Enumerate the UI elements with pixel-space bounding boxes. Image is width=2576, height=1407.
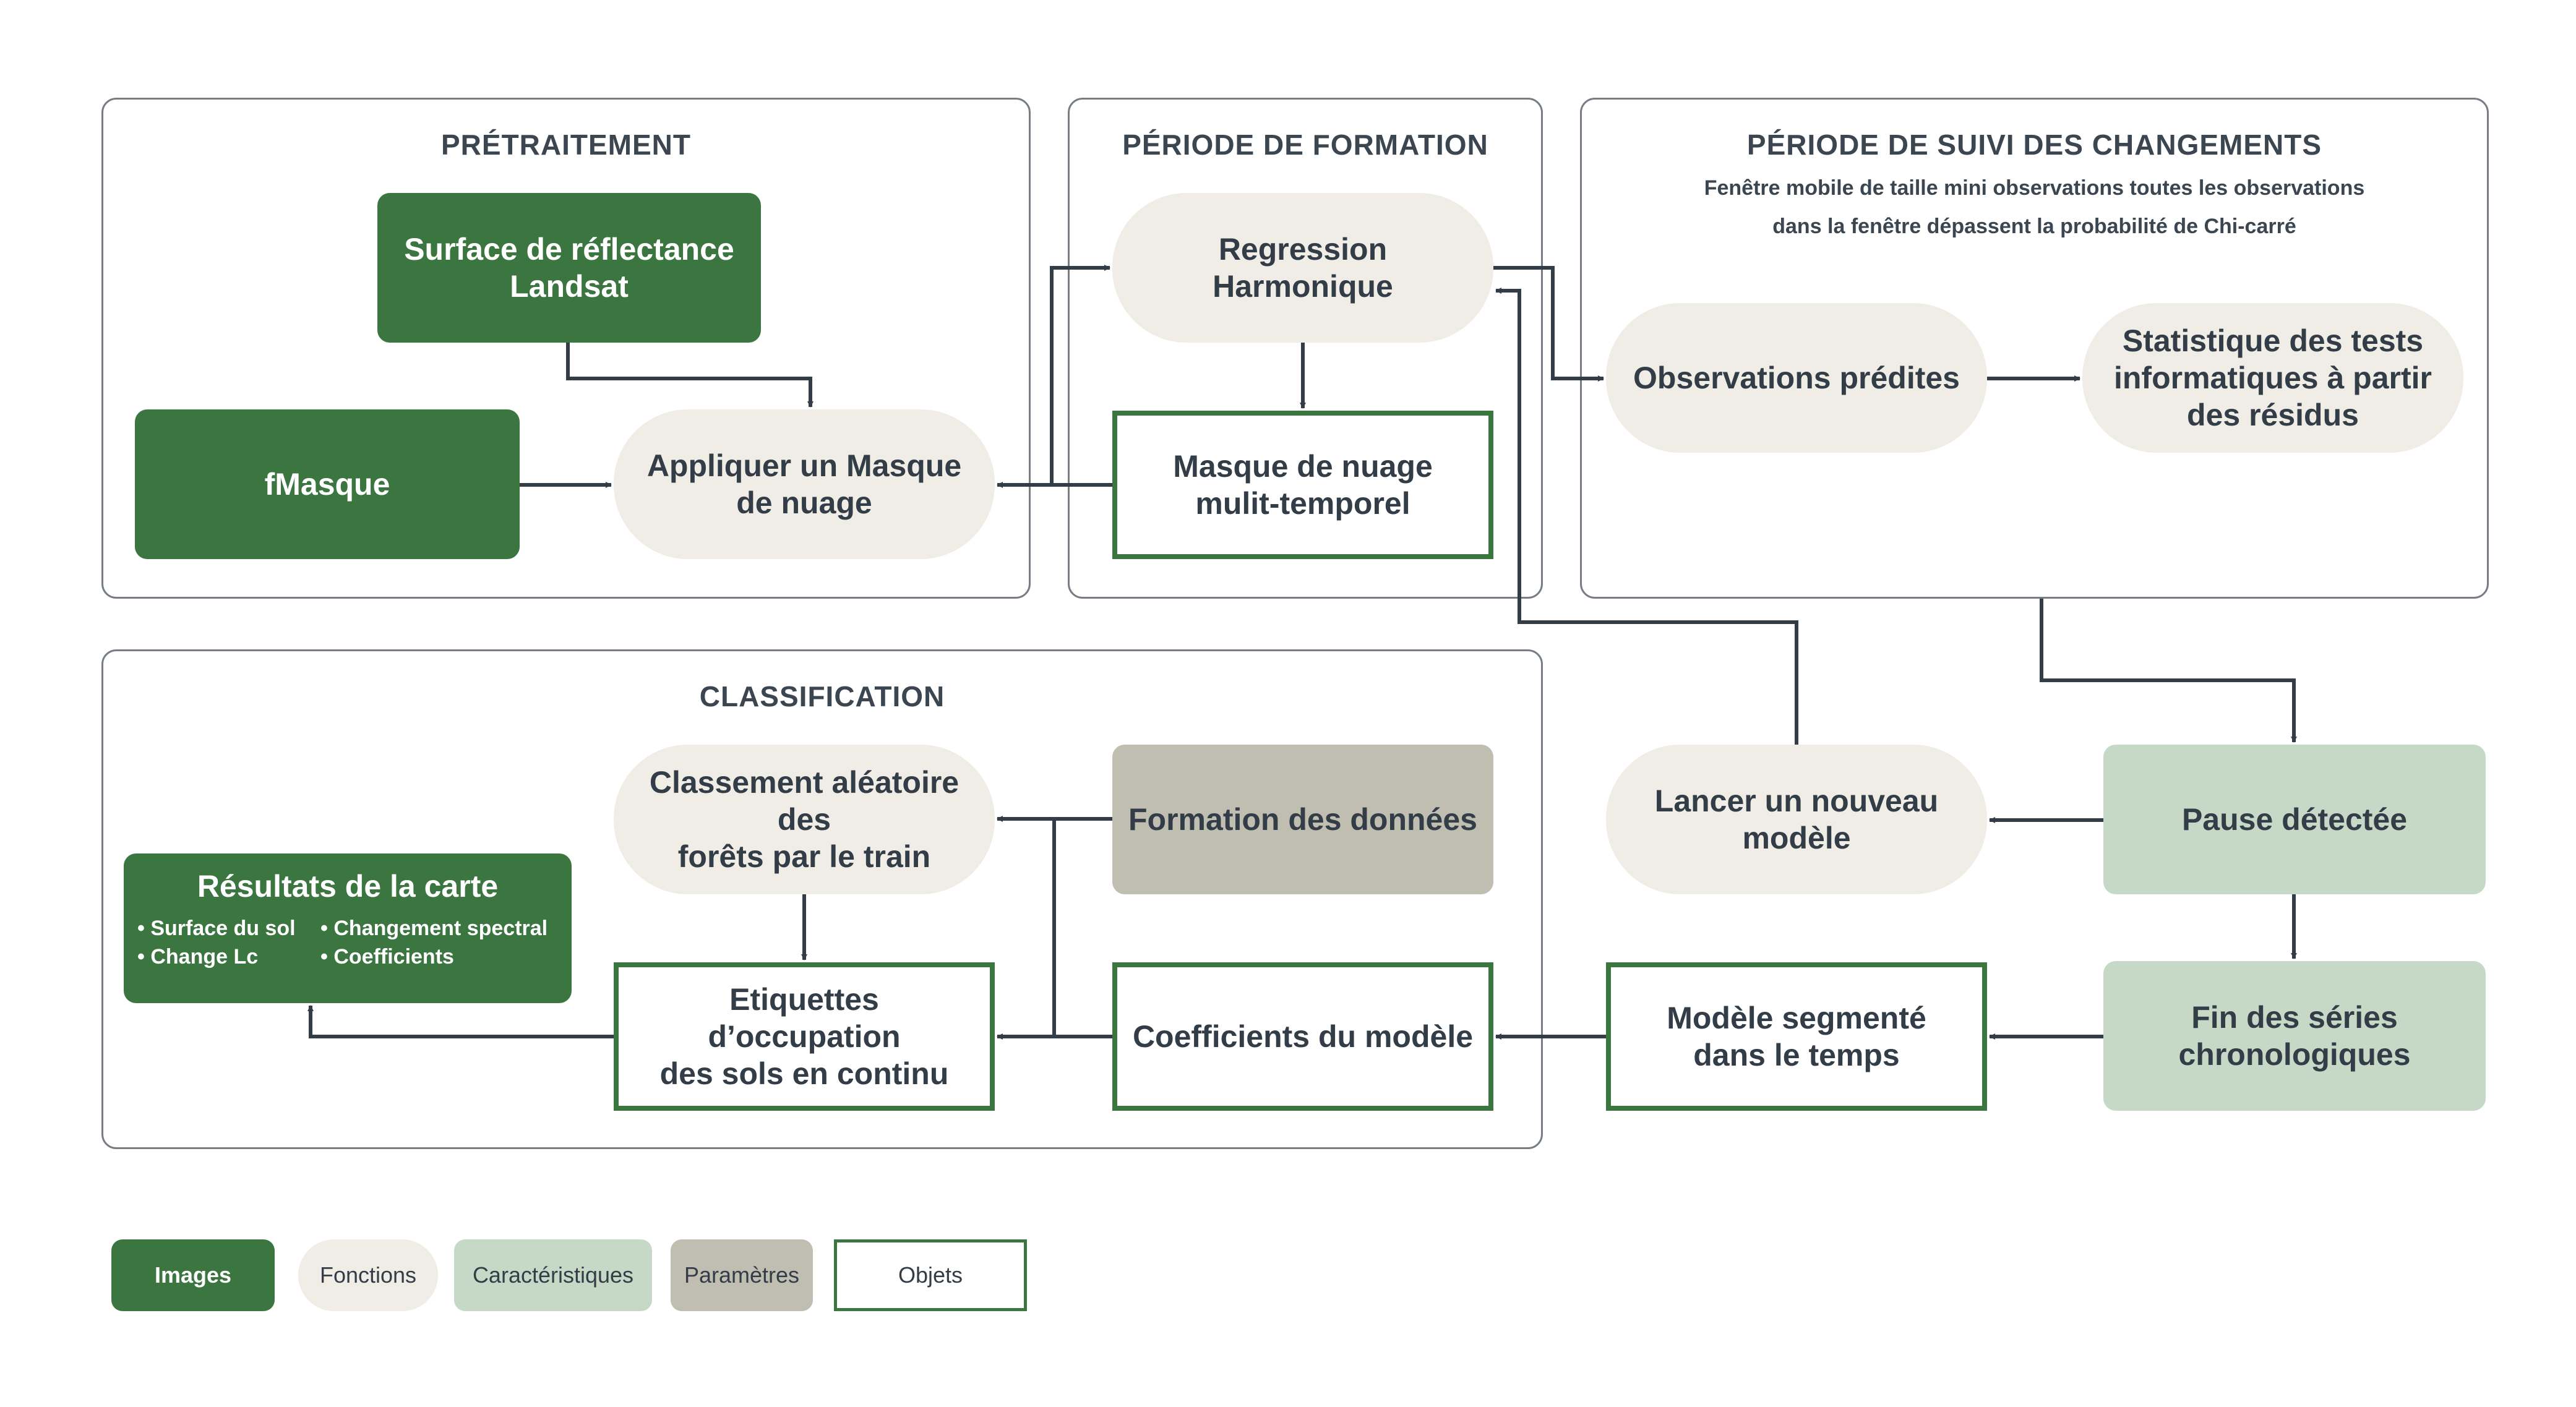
section-subtitle-suivi-1: Fenêtre mobile de taille mini observatio… — [1704, 176, 2365, 200]
node-label-line: des sols en continu — [659, 1056, 949, 1091]
results-bullet: • Changement spectral — [320, 917, 548, 940]
node-label-line: Surface de réflectance — [404, 232, 734, 267]
node-label-line: Fin des séries — [2191, 1000, 2398, 1035]
arrow-lancer-to-regression — [1495, 288, 1798, 745]
legend-label: Objets — [898, 1262, 963, 1288]
section-subtitle-suivi-2: dans la fenêtre dépassent la probabilité… — [1772, 215, 2296, 238]
arrow-etiquettes-to-resultats — [307, 1005, 614, 1038]
arrow-appliquer-to-regression — [1050, 265, 1110, 485]
legend-images: Images — [111, 1239, 275, 1311]
node-label: Formation des données — [1128, 802, 1477, 837]
node-label: Coefficients du modèle — [1132, 1019, 1474, 1054]
node-label-line: Statistique des tests — [2122, 323, 2424, 358]
arrow-surface-to-appliquer — [566, 343, 814, 408]
node-label-line: informatiques à partir — [2114, 361, 2432, 395]
node-label-line: Harmonique — [1213, 269, 1393, 304]
results-title: Résultats de la carte — [197, 869, 499, 904]
legend-label: Images — [154, 1262, 232, 1288]
node-label: fMasque — [264, 467, 390, 502]
section-title-pretraitement: PRÉTRAITEMENT — [441, 129, 691, 161]
legend-label: Caractéristiques — [472, 1262, 634, 1288]
node-label-line: Landsat — [510, 269, 629, 304]
node-label-line: forêts par le train — [677, 839, 931, 874]
node-label-line: dans le temps — [1693, 1038, 1900, 1072]
section-title-suivi: PÉRIODE DE SUIVI DES CHANGEMENTS — [1746, 129, 2322, 161]
node-label-line: mulit-temporel — [1195, 486, 1410, 521]
node-label-line: Classement aléatoire des — [649, 765, 960, 837]
node-label: Pause détectée — [2181, 802, 2408, 837]
node-label: Observations prédites — [1633, 361, 1960, 395]
node-label-line: de nuage — [736, 485, 872, 520]
results-bullet: • Coefficients — [320, 945, 454, 969]
results-bullet: • Surface du sol — [137, 917, 296, 940]
legend-objets: Objets — [834, 1239, 1027, 1311]
arrow-regression-to-observations — [1493, 266, 1604, 382]
node-formation-donnees: Formation des données — [1112, 745, 1493, 894]
legend-parametres: Paramètres — [671, 1239, 813, 1311]
node-label-line: Masque de nuage — [1173, 449, 1433, 484]
node-coefficients-modele: Coefficients du modèle — [1112, 962, 1493, 1111]
section-suivi: PÉRIODE DE SUIVI DES CHANGEMENTS Fenêtre… — [1580, 98, 2489, 599]
node-label-line: Etiquettes d’occupation — [708, 982, 901, 1054]
legend-caracteristiques: Caractéristiques — [454, 1239, 652, 1311]
node-pause-detectee: Pause détectée — [2103, 745, 2486, 894]
node-label-line: Lancer un nouveau — [1654, 784, 1939, 818]
node-fmasque: fMasque — [135, 409, 520, 559]
legend-fonctions: Fonctions — [298, 1239, 438, 1311]
legend-label: Fonctions — [319, 1262, 417, 1288]
section-title-classification: CLASSIFICATION — [699, 680, 945, 712]
arrow-suivi-to-pause — [2040, 599, 2297, 743]
node-label-line: Modèle segmenté — [1667, 1001, 1926, 1035]
node-observations-predites: Observations prédites — [1606, 303, 1987, 453]
legend-label: Paramètres — [684, 1262, 800, 1288]
node-label-line: des résidus — [2187, 398, 2359, 432]
results-bullet: • Change Lc — [137, 945, 259, 969]
node-label-line: modèle — [1742, 821, 1851, 855]
section-title-formation: PÉRIODE DE FORMATION — [1122, 129, 1488, 161]
node-label-line: Regression — [1218, 232, 1388, 267]
node-label-line: Appliquer un Masque — [646, 448, 962, 483]
node-label-line: chronologiques — [2178, 1037, 2411, 1072]
node-resultats-carte: Résultats de la carte • Surface du sol •… — [124, 853, 572, 1003]
